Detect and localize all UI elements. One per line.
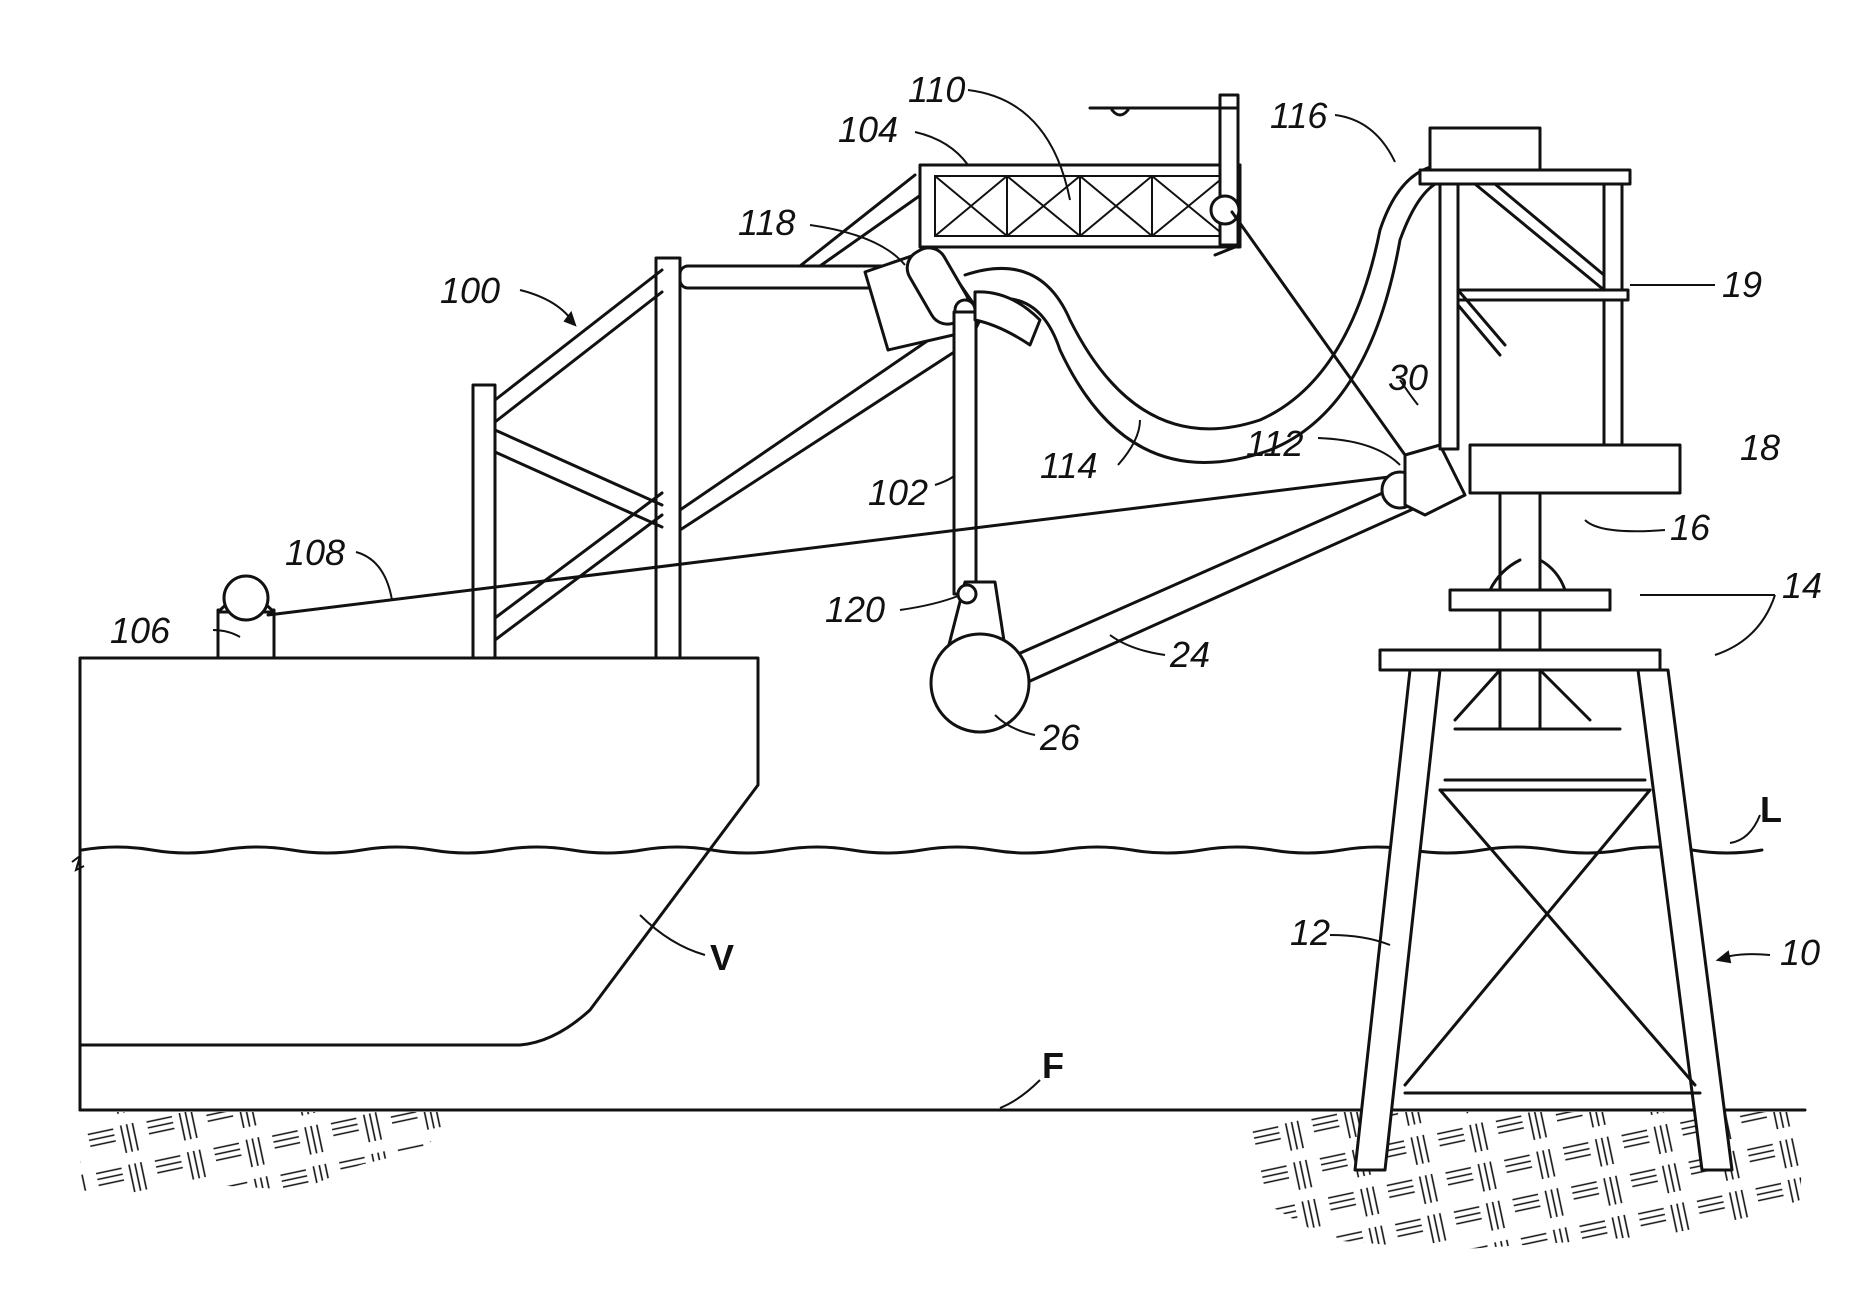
label-100: 100 <box>440 270 500 311</box>
label-V: V <box>710 937 734 978</box>
label-114: 114 <box>1040 445 1097 486</box>
winch <box>218 576 274 658</box>
label-108: 108 <box>285 532 345 573</box>
label-26: 26 <box>1039 717 1081 758</box>
label-116: 116 <box>1270 95 1328 136</box>
label-18: 18 <box>1740 427 1780 468</box>
label-118: 118 <box>738 202 795 243</box>
counterweight <box>931 582 1029 732</box>
label-L: L <box>1760 789 1782 830</box>
label-12: 12 <box>1290 912 1330 953</box>
label-110: 110 <box>908 69 965 110</box>
label-30: 30 <box>1388 357 1428 398</box>
label-104: 104 <box>838 109 898 150</box>
label-102: 102 <box>868 472 928 513</box>
label-19: 19 <box>1722 264 1762 305</box>
label-120: 120 <box>825 589 885 630</box>
label-F: F <box>1042 1045 1064 1086</box>
label-14: 14 <box>1782 565 1822 606</box>
seafloor <box>80 1110 1805 1250</box>
label-16: 16 <box>1670 507 1711 548</box>
label-112: 112 <box>1246 423 1303 464</box>
vertical-arm <box>954 312 976 594</box>
label-106: 106 <box>110 610 171 651</box>
vessel-frame <box>473 175 965 658</box>
truss-boom <box>920 95 1240 255</box>
label-10: 10 <box>1780 932 1820 973</box>
vessel-hull <box>72 658 758 1110</box>
label-24: 24 <box>1169 634 1210 675</box>
